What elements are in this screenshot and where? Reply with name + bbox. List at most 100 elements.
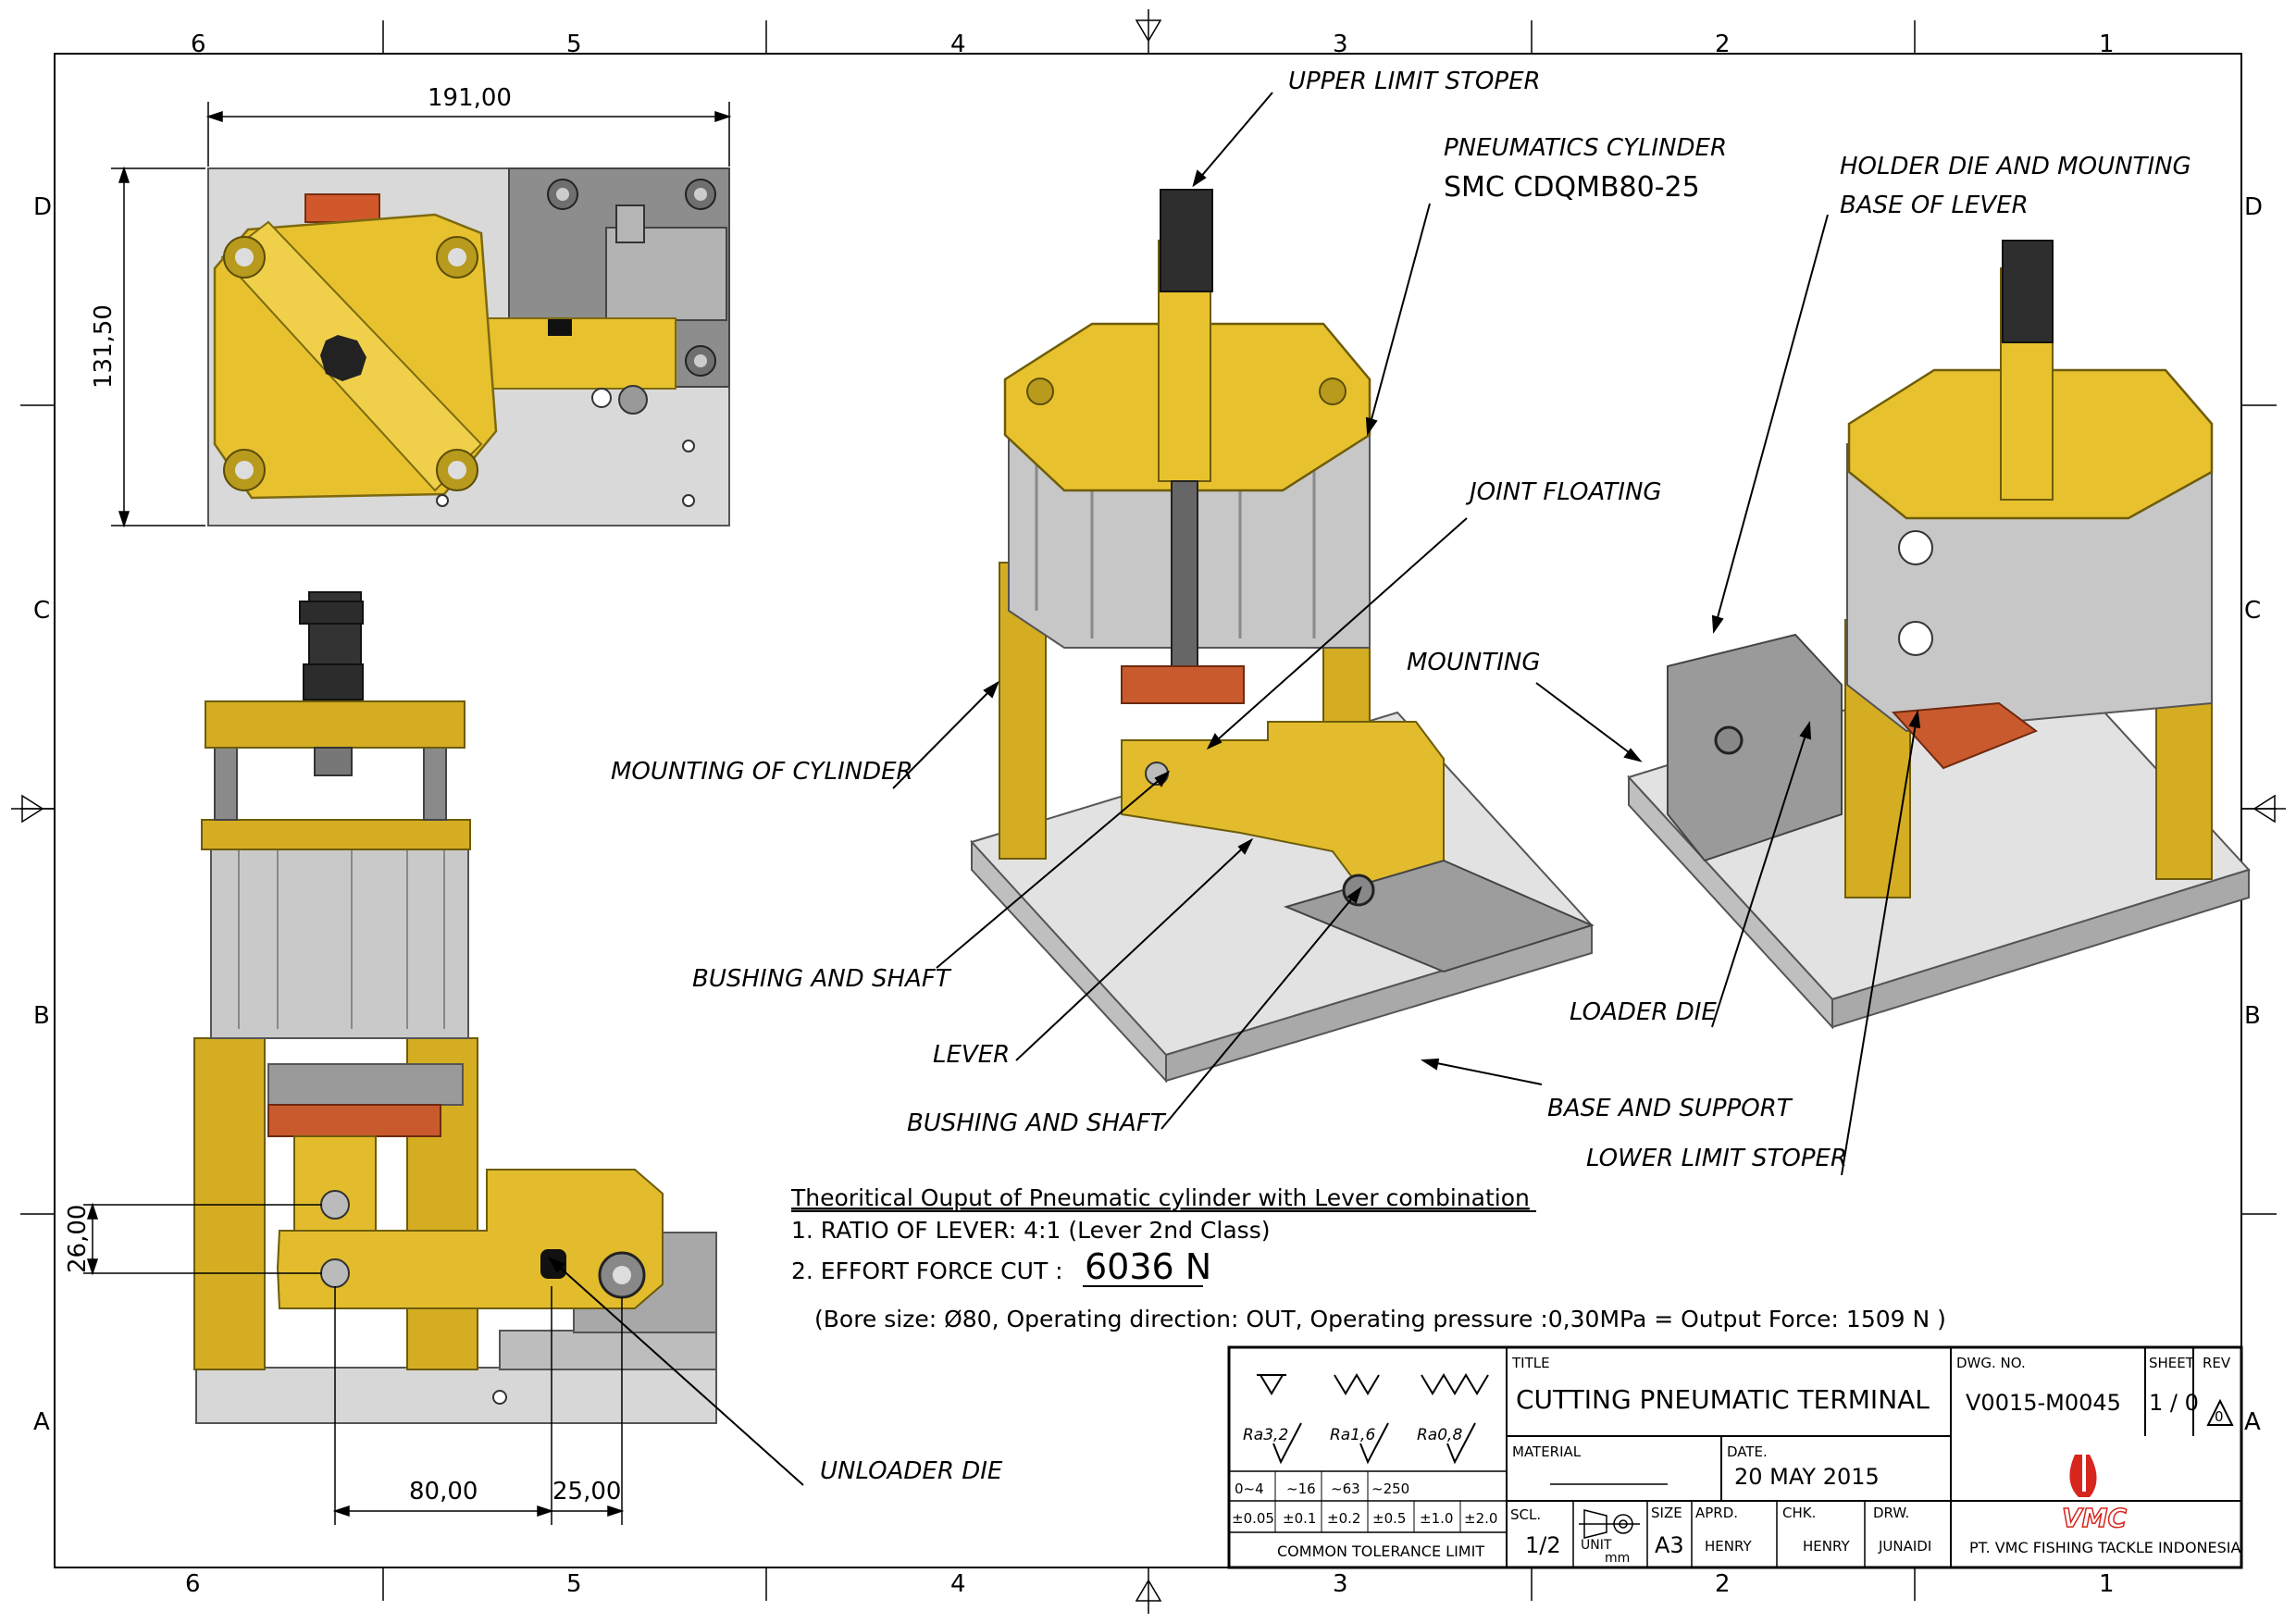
tol-value-2: ±0.2 — [1327, 1510, 1360, 1527]
label-base-and-support: BASE AND SUPPORT — [1547, 1095, 1793, 1122]
label-holder-die-line1: HOLDER DIE AND MOUNTING — [1840, 153, 2191, 180]
material-label: MATERIAL — [1512, 1443, 1582, 1460]
title-label: TITLE — [1511, 1355, 1550, 1371]
leader-lines — [547, 92, 1921, 1486]
drw-value: JUNAIDI — [1878, 1538, 1931, 1555]
roughness-ra08: Ra0,8 — [1417, 1426, 1462, 1444]
notes-line3: (Bore size: Ø80, Operating direction: OU… — [814, 1306, 1946, 1332]
dim-side-horiz-1: 80,00 — [409, 1478, 478, 1505]
aprd-label: APRD. — [1695, 1505, 1738, 1521]
tol-range-2: ~63 — [1331, 1481, 1360, 1497]
label-mounting: MOUNTING — [1407, 649, 1541, 676]
zone-row-d-left: D — [33, 193, 52, 221]
tol-range-3: ~250 — [1371, 1481, 1409, 1497]
side-view-dimensions — [83, 1202, 625, 1525]
rev-label: REV — [2203, 1355, 2231, 1371]
row-labels-right: D C B A — [2244, 193, 2263, 1436]
drawing-title: CUTTING PNEUMATIC TERMINAL — [1516, 1384, 1930, 1415]
tol-value-5: ±2.0 — [1464, 1510, 1497, 1527]
zone-row-a-left: A — [33, 1408, 50, 1436]
label-unloader-die: UNLOADER DIE — [820, 1457, 1003, 1485]
dim-top-width: 191,00 — [428, 84, 512, 112]
tol-value-3: ±0.5 — [1372, 1510, 1406, 1527]
zone-col-3-top: 3 — [1333, 31, 1348, 58]
notes-heading: Theoritical Ouput of Pneumatic cylinder … — [790, 1184, 1530, 1211]
zone-row-d-right: D — [2244, 193, 2263, 221]
roughness-symbols — [1257, 1373, 1489, 1465]
zone-col-5-bottom: 5 — [566, 1570, 582, 1598]
company-name: PT. VMC FISHING TACKLE INDONESIA — [1969, 1539, 2241, 1556]
unit-value: mm — [1605, 1551, 1630, 1566]
zone-col-4-bottom: 4 — [950, 1570, 966, 1598]
drw-label: DRW. — [1873, 1505, 1909, 1521]
tol-value-1: ±0.1 — [1283, 1510, 1316, 1527]
unit-label: UNIT — [1581, 1538, 1612, 1553]
column-labels-bottom: 6 5 4 3 2 1 — [185, 1570, 2115, 1598]
company-logo: VMC — [2061, 1455, 2128, 1534]
zone-col-6-top: 6 — [191, 31, 206, 58]
label-lever: LEVER — [933, 1041, 1010, 1069]
tol-range-1: ~16 — [1286, 1481, 1316, 1497]
roughness-ra32: Ra3,2 — [1243, 1426, 1288, 1444]
zone-col-5-top: 5 — [566, 31, 582, 58]
chk-value: HENRY — [1803, 1538, 1850, 1555]
sheet-label: SHEET — [2149, 1355, 2195, 1371]
projection-symbol-icon — [1579, 1509, 1640, 1539]
label-mounting-of-cylinder: MOUNTING OF CYLINDER — [611, 758, 913, 786]
isometric-view-1 — [970, 189, 1595, 1084]
rev-triangle-icon — [2206, 1398, 2234, 1426]
label-pneumatics-cylinder: PNEUMATICS CYLINDER — [1444, 134, 1727, 162]
dwg-no-label: DWG. NO. — [1956, 1355, 2026, 1371]
dim-side-horiz-2: 25,00 — [552, 1478, 621, 1505]
label-upper-limit-stoper: UPPER LIMIT STOPER — [1288, 68, 1541, 95]
zone-row-c-right: C — [2244, 597, 2261, 625]
zone-col-6-bottom: 6 — [185, 1570, 201, 1598]
zone-row-b-left: B — [33, 1002, 50, 1030]
scl-value: 1/2 — [1525, 1532, 1561, 1558]
top-view-dimensions — [111, 102, 732, 528]
zone-row-c-left: C — [33, 597, 50, 625]
tol-caption: COMMON TOLERANCE LIMIT — [1277, 1542, 1484, 1560]
centering-marks — [11, 9, 2286, 1614]
aprd-value: HENRY — [1705, 1538, 1752, 1555]
zone-col-2-bottom: 2 — [1715, 1570, 1731, 1598]
tol-range-0: 0~4 — [1235, 1481, 1264, 1497]
label-bushing-and-shaft-2: BUSHING AND SHAFT — [907, 1109, 1167, 1137]
zone-col-1-top: 1 — [2099, 31, 2115, 58]
zone-row-b-right: B — [2244, 1002, 2261, 1030]
zone-col-3-bottom: 3 — [1333, 1570, 1348, 1598]
top-view — [207, 167, 730, 527]
label-joint-floating: JOINT FLOATING — [1465, 478, 1662, 506]
label-lower-limit-stoper: LOWER LIMIT STOPER — [1586, 1145, 1847, 1172]
label-loader-die: LOADER DIE — [1570, 998, 1717, 1026]
notes-line2-value: 6036 N — [1085, 1246, 1211, 1287]
sheet-value: 1 / 0 — [2149, 1390, 2199, 1416]
label-holder-die-line2: BASE OF LEVER — [1840, 192, 2029, 219]
rev-value: 0 — [2215, 1408, 2224, 1425]
roughness-ra16: Ra1,6 — [1330, 1426, 1375, 1444]
notes-line1: 1. RATIO OF LEVER: 4:1 (Lever 2nd Class) — [791, 1217, 1270, 1244]
title-block — [1227, 1345, 2243, 1569]
zone-col-2-top: 2 — [1715, 31, 1731, 58]
side-view — [193, 591, 717, 1424]
company-logo-text: VMC — [2062, 1503, 2128, 1533]
scl-label: SCL. — [1510, 1506, 1541, 1523]
chk-label: CHK. — [1782, 1505, 1816, 1521]
zone-col-4-top: 4 — [950, 31, 966, 58]
zone-col-1-bottom: 1 — [2099, 1570, 2115, 1598]
notes-block: Theoritical Ouput of Pneumatic cylinder … — [790, 1184, 1946, 1332]
column-labels-top: 6 5 4 3 2 1 — [191, 31, 2115, 58]
zone-row-a-right: A — [2244, 1408, 2261, 1436]
notes-line2-prefix: 2. EFFORT FORCE CUT : — [791, 1258, 1063, 1284]
row-labels-left: D C B A — [33, 193, 52, 1436]
dim-top-height: 131,50 — [90, 304, 118, 389]
isometric-view-2 — [1627, 240, 2251, 1030]
size-label: SIZE — [1651, 1505, 1682, 1521]
label-bushing-and-shaft-1: BUSHING AND SHAFT — [692, 965, 952, 993]
tol-value-0: ±0.05 — [1232, 1510, 1274, 1527]
date-value: 20 MAY 2015 — [1734, 1464, 1880, 1490]
date-label: DATE. — [1727, 1443, 1768, 1460]
dim-side-vertical: 26,00 — [64, 1205, 92, 1273]
label-cylinder-model: SMC CDQMB80-25 — [1444, 171, 1700, 204]
